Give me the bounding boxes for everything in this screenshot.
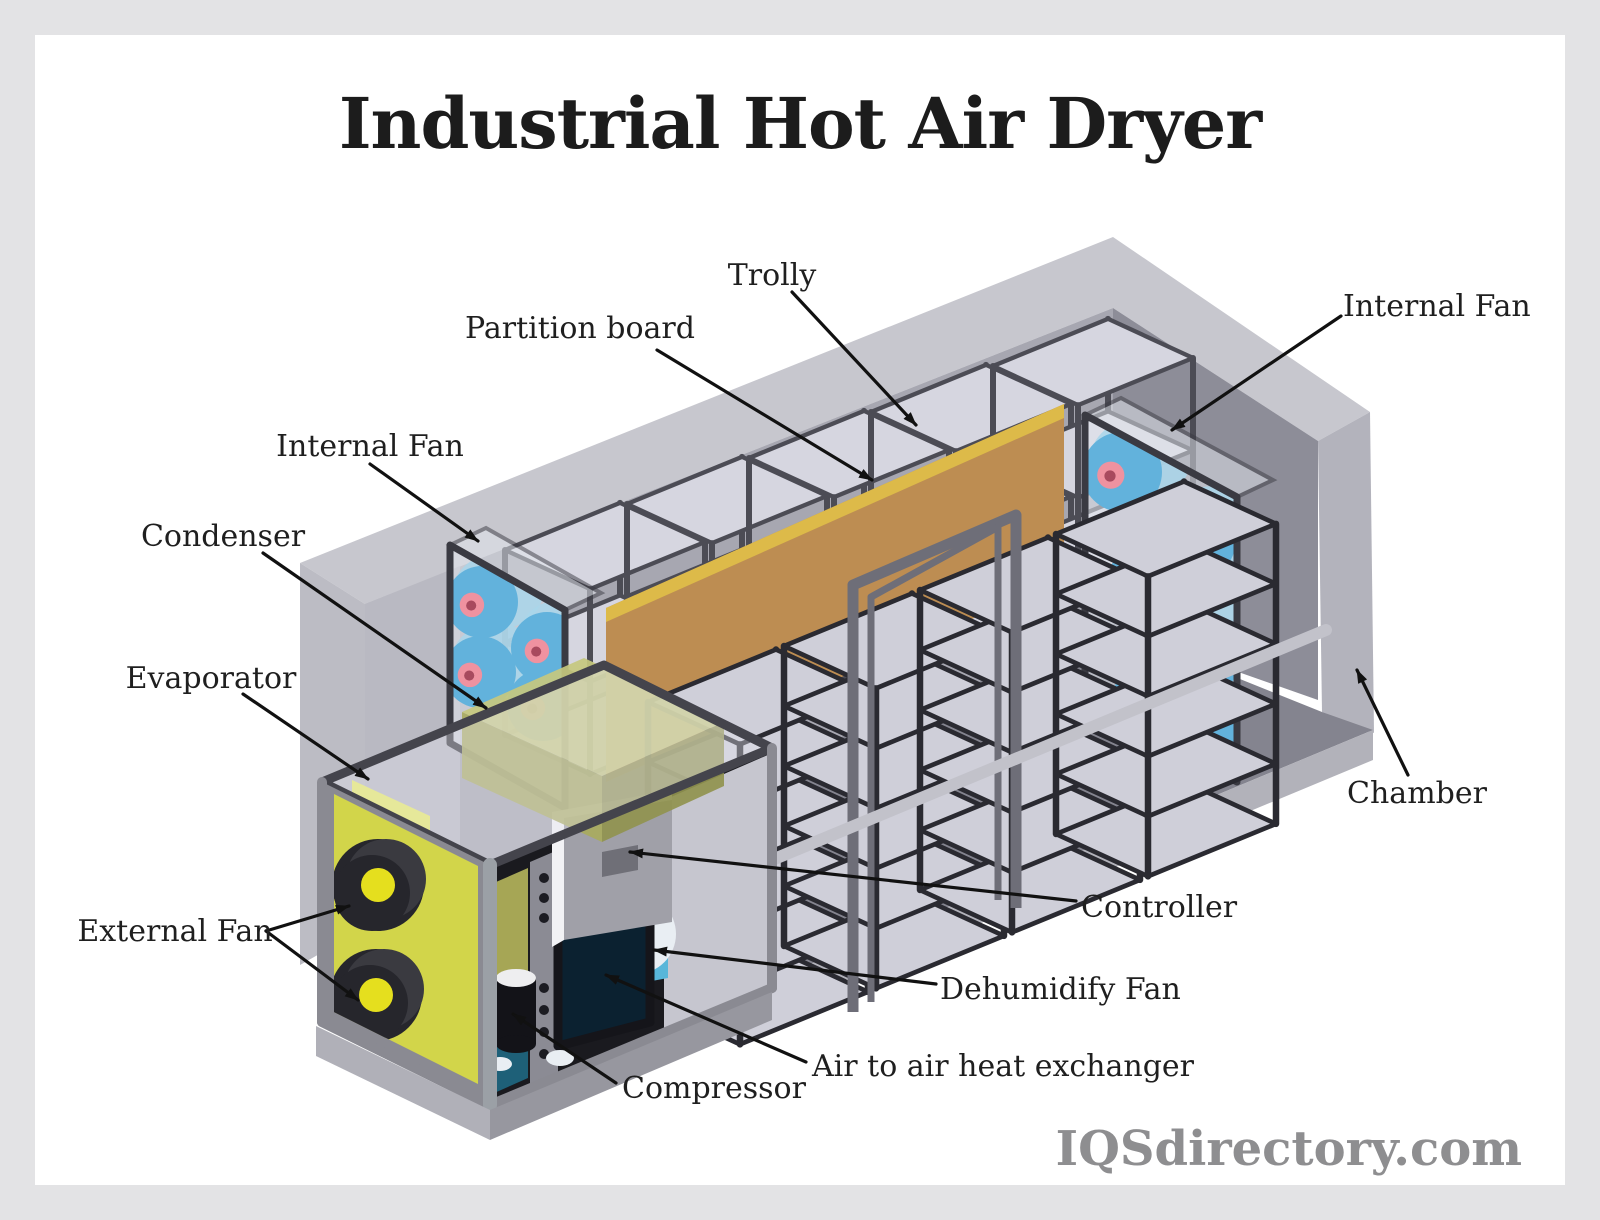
leader-arrow	[261, 551, 488, 710]
leader-arrows	[241, 290, 1410, 1085]
watermark: IQSdirectory.com	[1056, 1121, 1522, 1177]
leader-arrow	[790, 290, 918, 427]
diagram-labels: Industrial Hot Air Dryer Trolly Partitio…	[77, 82, 1530, 1177]
page-title: Industrial Hot Air Dryer	[339, 82, 1263, 165]
label-chamber: Chamber	[1347, 776, 1488, 811]
label-trolly: Trolly	[728, 258, 817, 293]
label-evaporator: Evaporator	[126, 661, 297, 696]
leader-arrow	[368, 462, 480, 543]
leader-arrow	[264, 904, 351, 933]
leader-arrow	[1355, 668, 1410, 777]
label-compressor: Compressor	[622, 1071, 807, 1106]
condenser	[462, 658, 724, 842]
label-partition-board: Partition board	[465, 311, 695, 346]
leader-arrow	[655, 348, 874, 482]
label-air-to-air-heat-exchanger: Air to air heat exchanger	[811, 1049, 1195, 1084]
leader-arrow	[264, 929, 360, 1002]
external-fan-panel	[322, 782, 490, 1105]
leader-arrow	[1170, 314, 1343, 432]
label-internal-fan-left: Internal Fan	[276, 429, 464, 464]
trolley-rack	[1052, 478, 1280, 880]
label-external-fan: External Fan	[77, 914, 272, 949]
label-internal-fan-right: Internal Fan	[1343, 289, 1531, 324]
leader-arrow	[511, 1012, 618, 1085]
door-frame	[847, 509, 1022, 1012]
compressor	[488, 969, 574, 1071]
leader-arrow	[604, 973, 808, 1064]
label-dehumidify-fan: Dehumidify Fan	[940, 972, 1181, 1007]
label-condenser: Condenser	[141, 519, 306, 554]
label-controller: Controller	[1081, 890, 1238, 925]
leader-arrow	[241, 692, 370, 781]
leader-arrow	[652, 946, 938, 986]
hot-air-dryer-illustration	[241, 237, 1410, 1140]
leader-arrow	[628, 848, 1078, 903]
